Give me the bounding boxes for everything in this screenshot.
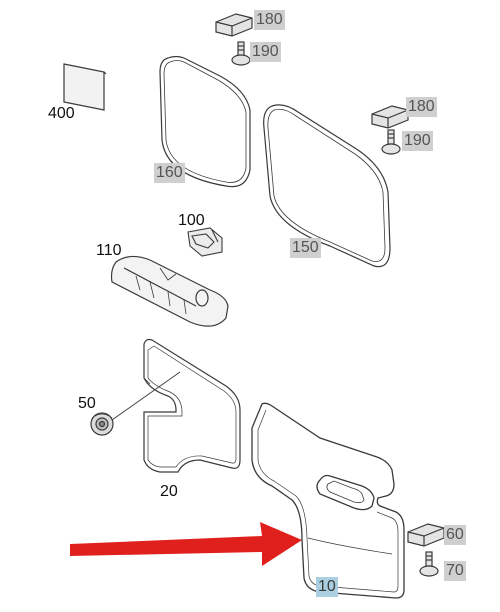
callout-10[interactable]: 10	[316, 577, 338, 597]
part-400-card	[63, 63, 107, 111]
callout-100[interactable]: 100	[178, 212, 205, 229]
part-190-screw-right	[381, 129, 401, 155]
callout-160[interactable]: 160	[154, 163, 185, 183]
part-20-panel	[143, 338, 241, 473]
callout-180-top[interactable]: 180	[254, 10, 285, 30]
part-70-screw	[419, 551, 439, 577]
callout-150[interactable]: 150	[290, 238, 321, 258]
callout-190-right[interactable]: 190	[402, 131, 433, 151]
callout-400[interactable]: 400	[48, 105, 75, 122]
callout-180-right[interactable]: 180	[406, 97, 437, 117]
red-arrow-icon	[70, 522, 302, 566]
callout-20[interactable]: 20	[160, 483, 178, 500]
part-150-seal	[263, 104, 391, 268]
part-160-seal	[159, 55, 251, 188]
part-100-clip	[187, 227, 223, 257]
callout-50[interactable]: 50	[78, 395, 96, 412]
part-10-door-panel	[251, 402, 405, 599]
callout-70[interactable]: 70	[444, 561, 466, 581]
callout-60[interactable]: 60	[444, 525, 466, 545]
part-50-grommet	[90, 371, 181, 436]
part-180-bracket-top	[215, 13, 253, 37]
callout-190-top[interactable]: 190	[250, 42, 281, 62]
callout-110[interactable]: 110	[96, 242, 122, 259]
part-180-bracket-right	[371, 105, 409, 129]
part-190-screw-top	[231, 41, 251, 66]
part-110-trim	[110, 255, 229, 327]
part-60-bracket	[407, 523, 445, 547]
